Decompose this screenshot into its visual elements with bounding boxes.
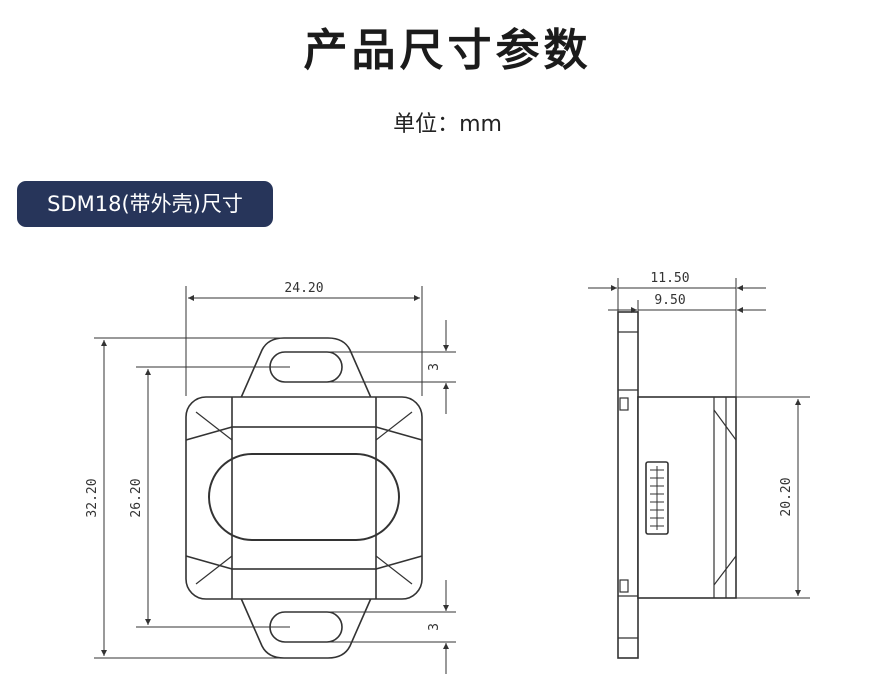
front-view bbox=[185, 337, 423, 659]
dim-front-bottom-tab: 3 bbox=[427, 623, 442, 631]
dim-front-hole-spacing: 26.20 bbox=[129, 478, 144, 517]
dim-front-top-tab: 3 bbox=[427, 363, 442, 371]
front-body-inner bbox=[231, 426, 377, 570]
dim-front-width: 24.20 bbox=[284, 281, 323, 296]
side-view bbox=[617, 311, 737, 659]
front-dimensions bbox=[94, 286, 456, 674]
dim-side-body-height: 20.20 bbox=[779, 477, 794, 516]
side-mount-plate bbox=[617, 311, 639, 659]
page-title: 产品尺寸参数 bbox=[303, 25, 592, 76]
front-bottom-tab bbox=[239, 595, 373, 659]
unit-label: 单位：mm bbox=[393, 112, 502, 137]
front-top-tab bbox=[239, 337, 373, 401]
front-body-outer bbox=[185, 396, 423, 600]
side-body bbox=[637, 396, 737, 599]
section-badge: SDM18(带外壳)尺寸 bbox=[17, 181, 273, 227]
side-dimensions bbox=[588, 278, 810, 599]
front-sensor-window bbox=[208, 453, 400, 541]
dim-front-total-height: 32.20 bbox=[85, 478, 100, 517]
dim-side-total-depth: 11.50 bbox=[650, 271, 689, 286]
side-connector bbox=[645, 461, 669, 535]
dim-side-body-depth: 9.50 bbox=[654, 293, 685, 308]
